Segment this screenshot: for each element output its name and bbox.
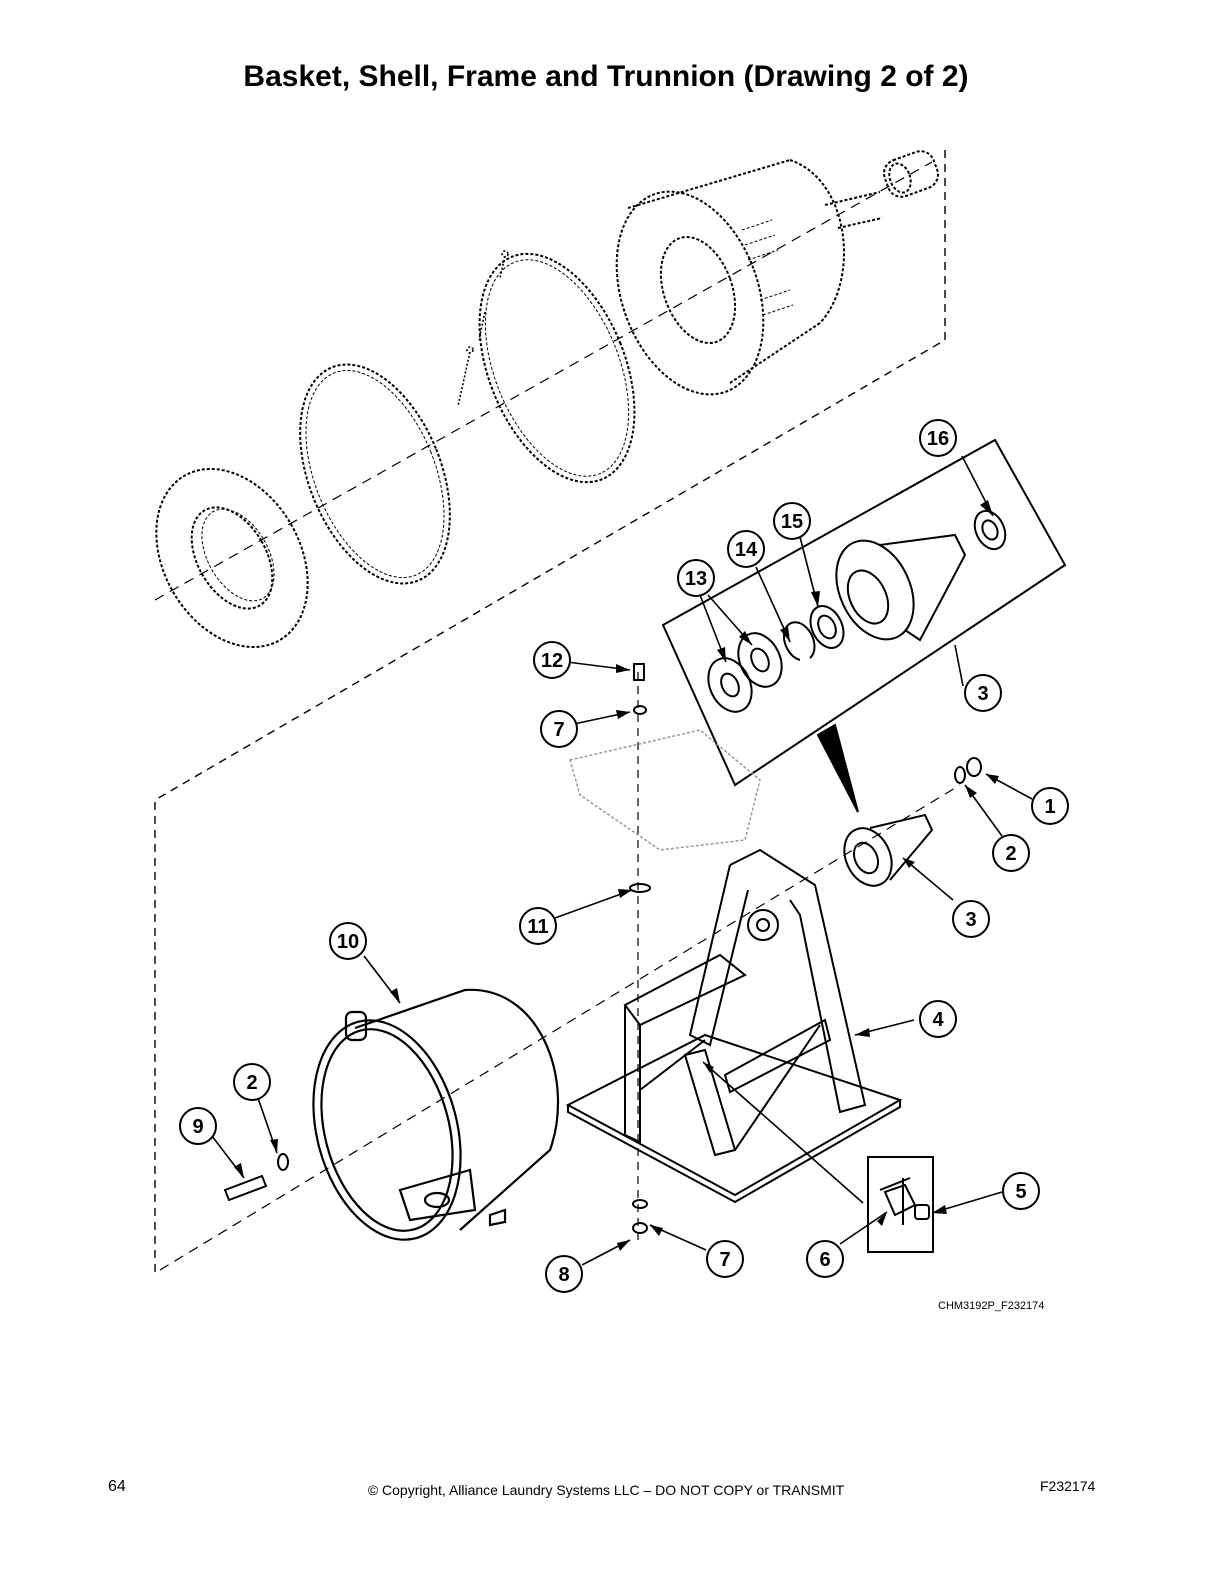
callout-4: 4 [932, 1009, 944, 1031]
page-title: Basket, Shell, Frame and Trunnion (Drawi… [243, 60, 969, 93]
detail-box [661, 438, 1067, 787]
callout-5: 5 [1015, 1181, 1026, 1203]
leader-arrowheads [234, 500, 999, 1251]
ghost-cover [569, 729, 761, 851]
outer-shell [312, 988, 559, 1241]
gasket-rings [299, 252, 636, 585]
callout-10: 10 [337, 931, 359, 953]
ring-screws [457, 250, 509, 407]
axis-line-lower [159, 784, 961, 1271]
upper-basket-assembly [154, 150, 946, 1272]
callout-9: 9 [192, 1116, 203, 1138]
axis-line-upper [154, 161, 933, 601]
lower-assembly [159, 455, 1033, 1271]
figure-reference: CHM3192P_F232174 [938, 1300, 1045, 1312]
callout-7-top: 7 [553, 719, 564, 741]
callout-14: 14 [735, 539, 758, 561]
callout-circles [179, 419, 1069, 1293]
front-plate [155, 467, 309, 649]
machine-frame [565, 848, 903, 1204]
copyright-notice: © Copyright, Alliance Laundry Systems LL… [367, 1482, 845, 1498]
callout-labels: 16 15 14 13 12 7 3 1 2 3 11 10 4 2 9 5 6… [192, 428, 1055, 1286]
detail-pointer [816, 723, 859, 813]
trunnion-detail [661, 438, 1067, 813]
page-number: 64 [108, 1478, 126, 1495]
callout-6: 6 [819, 1249, 830, 1271]
callout-1: 1 [1044, 796, 1055, 818]
hardware-parts [223, 663, 982, 1234]
frame-trunnion [843, 813, 934, 887]
callout-3-frame: 3 [965, 909, 976, 931]
callout-16: 16 [927, 428, 949, 450]
basket-drum [615, 150, 939, 396]
document-code: F232174 [1040, 1478, 1096, 1494]
callout-13: 13 [685, 568, 707, 590]
callout-2-left: 2 [246, 1072, 257, 1094]
callout-8: 8 [558, 1264, 569, 1286]
callout-2-right: 2 [1005, 843, 1016, 865]
callout-12: 12 [541, 650, 563, 672]
assembly-boundary-line [154, 150, 946, 1272]
callout-7-bottom: 7 [719, 1249, 730, 1271]
callout-15: 15 [781, 511, 803, 533]
bracket-detail [867, 1156, 934, 1253]
callout-11: 11 [527, 916, 548, 938]
callout-3-detail: 3 [977, 683, 988, 705]
